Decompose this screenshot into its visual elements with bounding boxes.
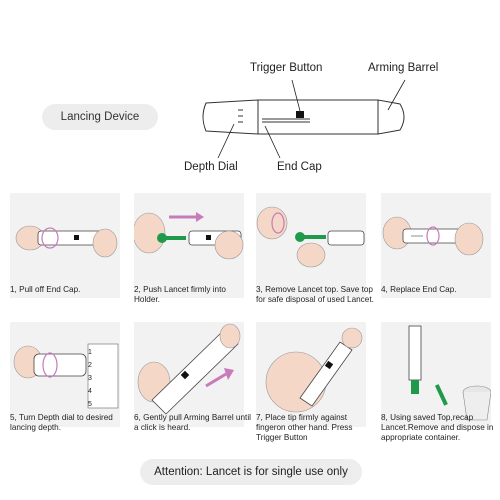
dial-number-3: 3 — [88, 375, 92, 382]
step-8-illustration — [381, 322, 491, 427]
dial-number-5: 5 — [88, 401, 92, 408]
step-5-caption: 5, Turn Depth dial to desired lancing de… — [10, 413, 113, 432]
trigger-button-mark — [296, 111, 304, 118]
depth-dial-callout: Depth Dial — [184, 161, 238, 173]
arming-barrel-callout: Arming Barrel — [368, 62, 439, 74]
step-1-illustration — [10, 193, 120, 298]
attention-banner: Attention: Lancet is for single use only — [140, 459, 362, 485]
depth-dial-chart: 1 2 3 4 5 — [88, 346, 108, 411]
device-title-badge: Lancing Device — [42, 104, 158, 130]
step-5-illustration — [10, 322, 120, 427]
step-2-caption: 2, Push Lancet firmly into Holder. — [134, 285, 226, 304]
step-7-illustration — [256, 322, 366, 427]
step-1-caption: 1, Pull off End Cap. — [10, 285, 81, 294]
step-3-illustration — [256, 193, 366, 298]
lancing-device-illustration — [202, 99, 405, 135]
step-6-caption: 6, Gently pull Arming Barrel until a cli… — [134, 413, 251, 432]
step-7-caption: 7, Place tip firmly against fingeron oth… — [256, 413, 353, 442]
step-3-caption: 3, Remove Lancet top. Save top for safe … — [256, 285, 374, 304]
step-6-illustration — [134, 322, 244, 427]
trigger-button-callout: Trigger Button — [250, 62, 323, 74]
attention-text: Attention: Lancet is for single use only — [154, 466, 348, 478]
dial-number-2: 2 — [88, 362, 92, 369]
dial-number-4: 4 — [88, 388, 92, 395]
step-4-illustration — [381, 193, 491, 298]
end-cap-callout: End Cap — [277, 161, 322, 173]
step-4-caption: 4, Replace End Cap. — [381, 285, 457, 294]
dial-number-1: 1 — [88, 349, 92, 356]
step-8-caption: 8, Using saved Top,recap Lancet.Remove a… — [381, 413, 494, 442]
device-title: Lancing Device — [60, 111, 140, 123]
step-2-illustration — [134, 193, 244, 298]
callout-leaders — [217, 79, 406, 159]
